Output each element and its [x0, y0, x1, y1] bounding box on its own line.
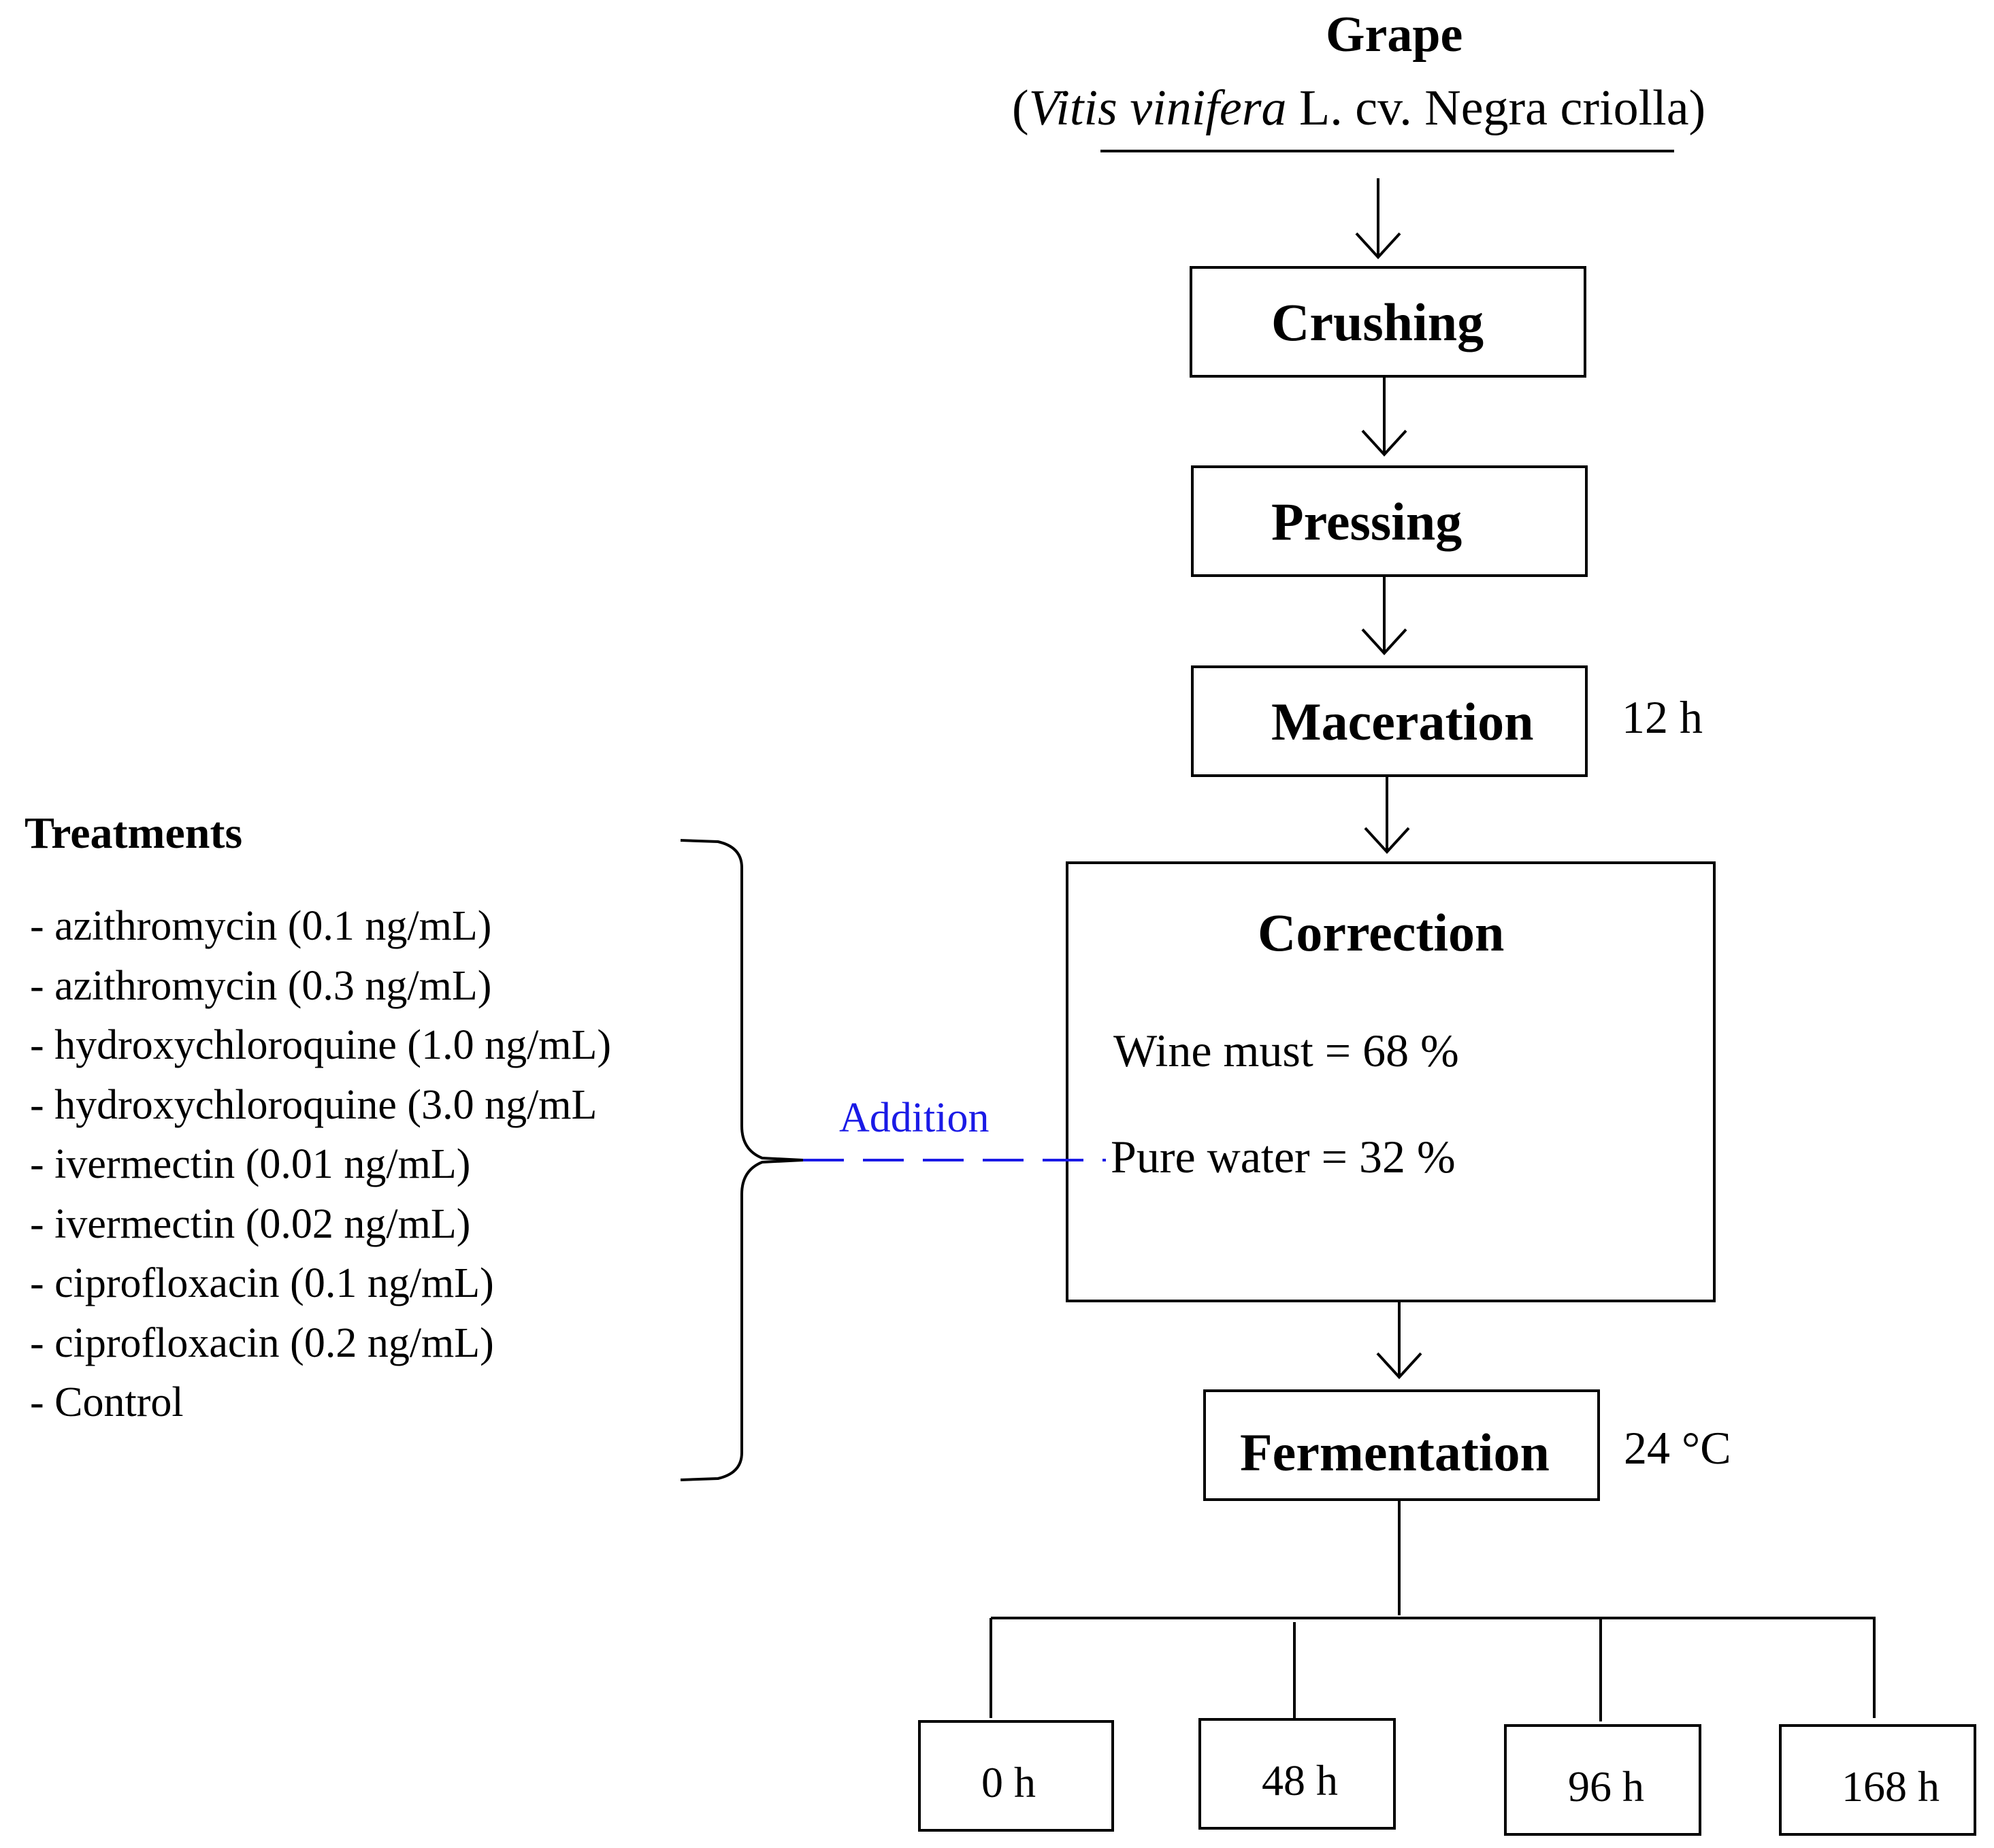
- wine-must-value: = 68 %: [1324, 1025, 1459, 1076]
- subtitle-open: (: [1012, 80, 1029, 136]
- treatment-item: - hydroxychloroquine (1.0 ng/mL): [30, 1022, 612, 1068]
- pressing-box: [1191, 465, 1588, 577]
- sampling-box-0h: [918, 1720, 1114, 1832]
- treatment-item: - ivermectin (0.02 ng/mL): [30, 1200, 471, 1247]
- addition-label: Addition: [839, 1095, 990, 1141]
- treatments-brace: [680, 839, 804, 1481]
- sampling-time-48h: 48 h: [1262, 1756, 1338, 1804]
- arrow-pressing-to-maceration: [1361, 577, 1407, 655]
- pressing-label: Pressing: [1271, 492, 1462, 551]
- crushing-label: Crushing: [1271, 293, 1484, 352]
- wine-must-line: Wine must = 68 %: [1113, 1027, 1459, 1074]
- maceration-label: Maceration: [1271, 692, 1534, 751]
- correction-label: Correction: [1258, 903, 1505, 962]
- treatment-item: - ciprofloxacin (0.2 ng/mL): [30, 1319, 494, 1366]
- crushing-box: [1190, 266, 1586, 378]
- sampling-time-0h: 0 h: [981, 1758, 1036, 1806]
- treatments-list: - azithromycin (0.1 ng/mL) - azithromyci…: [30, 897, 611, 1433]
- fermentation-box: [1203, 1389, 1600, 1501]
- fermentation-temp: 24 °C: [1624, 1422, 1731, 1474]
- arrow-correction-to-fermentation: [1376, 1302, 1422, 1379]
- maceration-time: 12 h: [1622, 691, 1703, 743]
- sampling-box-96h: [1504, 1724, 1701, 1836]
- treatment-item: - hydroxychloroquine (3.0 ng/mL: [30, 1081, 598, 1128]
- fermentation-label: Fermentation: [1240, 1423, 1550, 1482]
- pure-water-line: Pure water = 32 %: [1111, 1131, 1456, 1183]
- treatment-item: - Control: [30, 1379, 184, 1425]
- treatments-title: Treatments: [24, 808, 243, 858]
- arrow-grape-to-crushing: [1355, 178, 1401, 259]
- grape-subtitle: (Vitis vinifera L. cv. Negra criolla): [1012, 83, 1705, 133]
- sampling-time-96h: 96 h: [1568, 1762, 1644, 1811]
- maceration-box: [1191, 665, 1588, 777]
- grape-title: Grape: [1326, 7, 1463, 63]
- sampling-time-168h: 168 h: [1842, 1762, 1940, 1811]
- treatment-item: - ciprofloxacin (0.1 ng/mL): [30, 1260, 494, 1306]
- subtitle-rest: L. cv. Negra criolla): [1286, 80, 1706, 136]
- arrow-maceration-to-correction: [1364, 777, 1410, 854]
- correction-box: [1066, 861, 1716, 1302]
- sampling-box-48h: [1198, 1718, 1396, 1830]
- sampling-connector: [990, 1501, 1876, 1721]
- treatment-item: - azithromycin (0.1 ng/mL): [30, 903, 492, 949]
- treatment-item: - ivermectin (0.01 ng/mL): [30, 1141, 471, 1187]
- species-name: Vitis vinifera: [1028, 80, 1287, 136]
- sampling-box-168h: [1779, 1724, 1976, 1836]
- treatment-item: - azithromycin (0.3 ng/mL): [30, 962, 492, 1009]
- wine-must-label: Wine must: [1113, 1025, 1313, 1076]
- arrow-crushing-to-pressing: [1361, 378, 1407, 457]
